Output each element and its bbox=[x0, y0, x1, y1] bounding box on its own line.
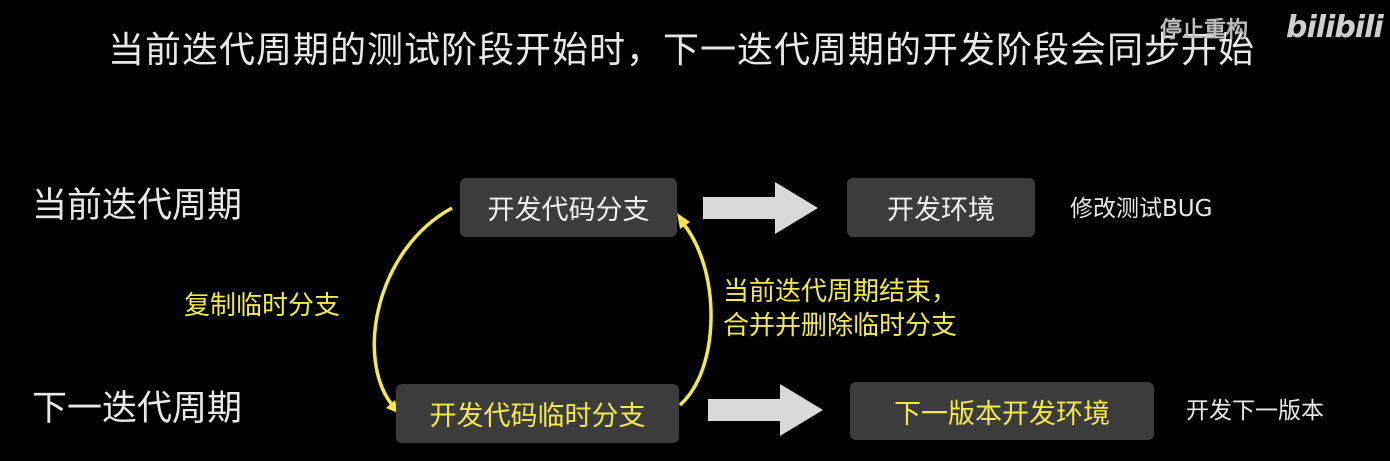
label-merge-line2: 合并并删除临时分支 bbox=[723, 311, 958, 341]
copy-branch-arrowhead bbox=[386, 400, 398, 413]
label-copy-branch: 复制临时分支 bbox=[184, 291, 341, 321]
box-temp-branch: 开发代码临时分支 bbox=[396, 384, 679, 443]
row-label-current: 当前迭代周期 bbox=[32, 186, 243, 226]
merge-branch-curve bbox=[678, 220, 713, 407]
note-develop-next: 开发下一版本 bbox=[1186, 398, 1324, 424]
box-next-env: 下一版本开发环境 bbox=[850, 382, 1154, 440]
bilibili-logo: bilibili bbox=[1286, 10, 1384, 45]
copy-branch-curve bbox=[372, 206, 453, 408]
note-fix-bugs: 修改测试BUG bbox=[1070, 196, 1213, 222]
box-dev-env: 开发环境 bbox=[847, 178, 1035, 237]
row-label-next: 下一迭代周期 bbox=[32, 389, 243, 429]
arrow-current-to-env bbox=[703, 182, 818, 234]
watermark-text: 停止重构 bbox=[1160, 18, 1249, 43]
box-dev-branch: 开发代码分支 bbox=[460, 178, 677, 237]
label-merge-line1: 当前迭代周期结束， bbox=[723, 277, 958, 307]
arrow-next-to-env bbox=[708, 384, 823, 436]
merge-branch-arrowhead bbox=[677, 213, 690, 229]
page-title: 当前迭代周期的测试阶段开始时，下一迭代周期的开发阶段会同步开始 bbox=[108, 30, 1256, 71]
